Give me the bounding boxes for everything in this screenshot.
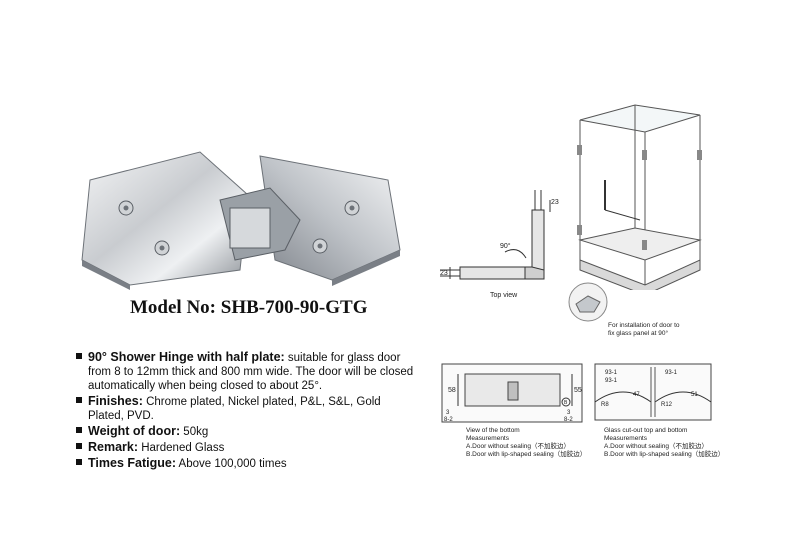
- dim-height: 58: [448, 387, 456, 394]
- dim-horizontal: 23: [440, 270, 448, 277]
- bullet-icon: [76, 353, 82, 359]
- angle-label: 90°: [500, 242, 511, 250]
- spec-item: Finishes: Chrome plated, Nickel plated, …: [76, 394, 416, 423]
- cutout-label-5: R12: [661, 402, 673, 408]
- top-view-caption: Top view: [490, 292, 518, 299]
- cutout-label-7: 51: [691, 392, 698, 398]
- model-number: Model No: SHB-700-90-GTG: [130, 297, 368, 318]
- dim-vertical: 23: [551, 199, 559, 206]
- cutout-label-2: 93-1: [605, 378, 618, 384]
- hinge-photo: [81, 151, 401, 290]
- cutout-caption: Glass cut-out top and bottom Measurement…: [604, 427, 725, 458]
- cutout-diagram: 93-1 93-1 93-1 R8 R12 47 51: [594, 363, 712, 421]
- bottom-view-diagram: B 58 55 3 8-2 3 8-2: [441, 363, 583, 423]
- bottom-view-caption: View of the bottom Measurements A.Door w…: [466, 427, 587, 458]
- top-view-diagram: 90° 23 23 Top view: [440, 190, 559, 299]
- bullet-icon: [76, 443, 82, 449]
- bullet-icon: [76, 427, 82, 433]
- cutout-label-3: 93-1: [665, 370, 678, 376]
- left-plate: [81, 151, 249, 286]
- spec-item: Times Fatigue: Above 100,000 times: [76, 456, 416, 471]
- installation-caption: For installation of door to fix glass pa…: [608, 322, 680, 337]
- gap-bottom-r: 8-2: [564, 417, 573, 423]
- bullet-icon: [76, 459, 82, 465]
- cutout-label-4: R8: [601, 402, 609, 408]
- gap-top: 3: [446, 410, 450, 416]
- hinge-inset-photo: [568, 282, 608, 322]
- spec-item: Remark: Hardened Glass: [76, 440, 416, 455]
- gap-top-r: 3: [567, 410, 571, 416]
- spec-item: 90° Shower Hinge with half plate: suitab…: [76, 350, 416, 393]
- cutout-label-1: 93-1: [605, 370, 618, 376]
- bullet-icon: [76, 397, 82, 403]
- spec-item: Weight of door: 50kg: [76, 424, 416, 439]
- svg-text:B: B: [564, 400, 568, 406]
- cutout-label-6: 47: [633, 392, 640, 398]
- dim-right: 55: [574, 387, 582, 394]
- gap-bottom: 8-2: [444, 417, 453, 423]
- spec-list: 90° Shower Hinge with half plate: suitab…: [76, 350, 416, 472]
- shower-enclosure: [577, 104, 702, 290]
